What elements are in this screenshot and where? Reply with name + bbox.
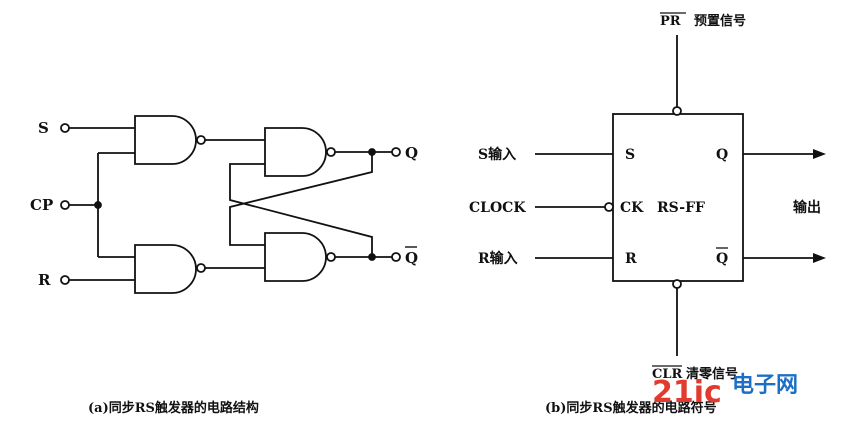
q-output-arrow bbox=[813, 149, 826, 159]
cp-junction bbox=[94, 201, 102, 209]
qbar-output-arrow bbox=[813, 253, 826, 263]
output-label: 输出 bbox=[793, 199, 821, 216]
pin-r-label: R bbox=[625, 251, 637, 267]
clr-signal-desc: 清零信号 bbox=[686, 366, 738, 382]
clr-bubble bbox=[672, 279, 682, 289]
r-terminal bbox=[60, 275, 70, 285]
pin-s-label: S bbox=[625, 147, 635, 163]
g3-bubble bbox=[326, 147, 336, 157]
qbar-terminal bbox=[391, 252, 401, 262]
pin-ck-label: CK bbox=[620, 200, 644, 216]
nand-gate-g4 bbox=[264, 232, 327, 282]
ck-bubble bbox=[604, 202, 614, 212]
nand-gate-g2 bbox=[134, 244, 197, 294]
watermark-21ic: 21ic bbox=[652, 375, 722, 410]
pr-bubble bbox=[672, 106, 682, 116]
r-ext-input-label: R输入 bbox=[478, 250, 518, 267]
nand-gate-g3 bbox=[264, 127, 327, 177]
pr-signal-desc: 预置信号 bbox=[694, 13, 746, 29]
feedback-qbar-to-g3 bbox=[229, 163, 373, 257]
nand-gate-g1 bbox=[134, 115, 197, 165]
g2-bubble bbox=[196, 263, 206, 273]
cp-terminal bbox=[60, 200, 70, 210]
caption-a: (a)同步RS触发器的电路结构 bbox=[88, 400, 259, 416]
clock-ext-input-label: CLOCK bbox=[469, 200, 526, 216]
r-input-label: R bbox=[38, 271, 51, 289]
block-label: RS-FF bbox=[657, 200, 705, 216]
pin-q-label: Q bbox=[716, 147, 728, 163]
g4-bubble bbox=[326, 252, 336, 262]
s-ext-input-label: S输入 bbox=[478, 146, 516, 163]
q-terminal bbox=[391, 147, 401, 157]
qbar-output-label: Q bbox=[405, 249, 418, 267]
q-output-label: Q bbox=[405, 144, 418, 162]
pin-qbar-label: Q bbox=[716, 251, 728, 267]
caption-b: (b)同步RS触发器的电路符号 bbox=[545, 400, 717, 416]
clr-signal-name: CLR bbox=[652, 367, 682, 382]
cp-wire bbox=[69, 152, 135, 258]
s-input-label: S bbox=[38, 119, 49, 137]
s-terminal bbox=[60, 123, 70, 133]
feedback-q-to-g4 bbox=[229, 152, 373, 246]
pr-signal-name: PR bbox=[660, 14, 681, 29]
g1-bubble bbox=[196, 135, 206, 145]
watermark-site-name: 电子网 bbox=[732, 373, 798, 398]
cp-input-label: CP bbox=[30, 196, 53, 214]
